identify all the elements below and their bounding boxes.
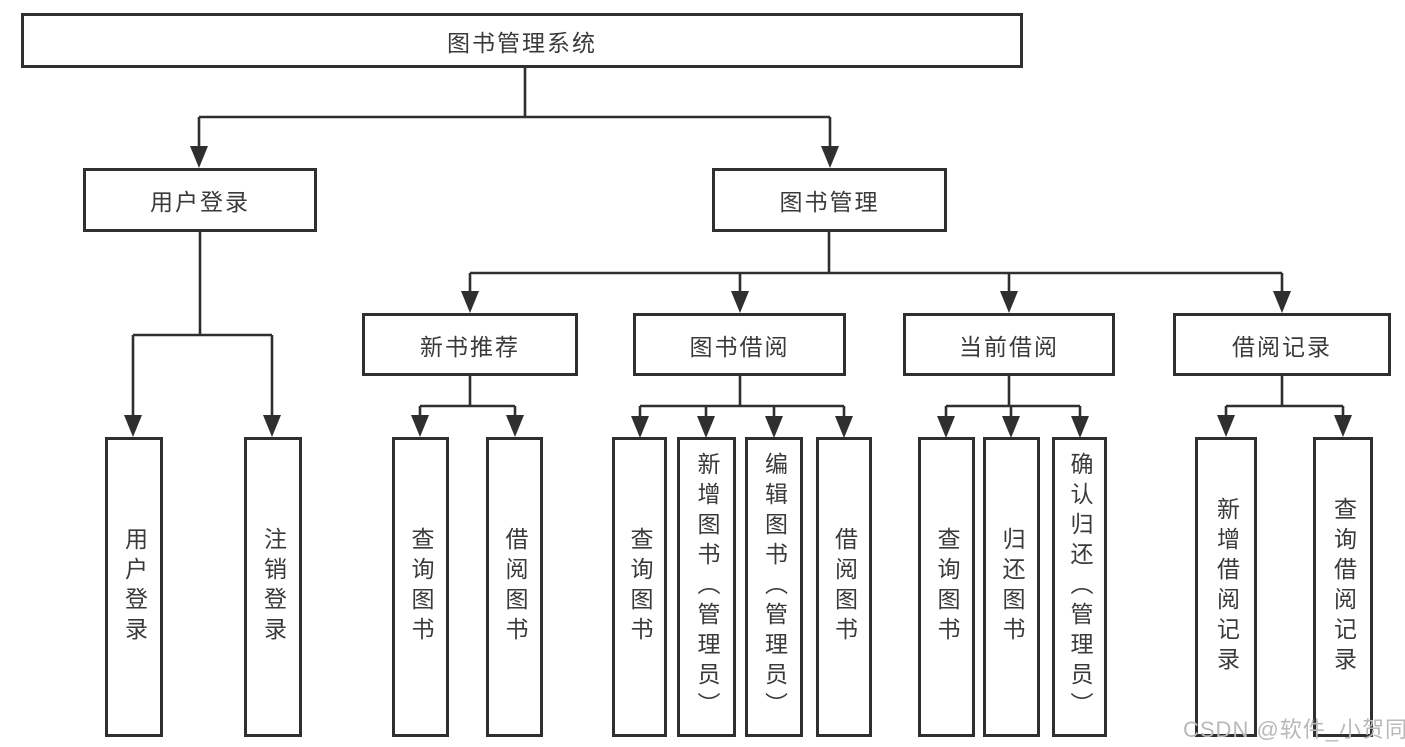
leaf-edit-books-admin-label: 编辑图书（管理员） xyxy=(761,452,788,722)
leaf-confirm-return-admin-label: 确认归还（管理员） xyxy=(1067,452,1093,722)
leaf-add-borrow-record: 新增借阅记录 xyxy=(1195,437,1257,737)
leaf-edit-books-admin: 编辑图书（管理员） xyxy=(745,437,803,737)
node-current-borrowing-label: 当前借阅 xyxy=(959,333,1059,360)
leaf-confirm-return-admin: 确认归还（管理员） xyxy=(1052,437,1107,737)
leaf-logout: 注销登录 xyxy=(244,437,302,737)
node-new-book-recommend: 新书推荐 xyxy=(362,313,578,376)
csdn-watermark: CSDN @软件_小贺同学 xyxy=(1183,717,1405,742)
node-book-management-label: 图书管理 xyxy=(779,189,880,215)
node-root-label: 图书管理系统 xyxy=(447,29,597,56)
node-book-borrowing: 图书借阅 xyxy=(633,313,846,376)
node-user-login-label: 用户登录 xyxy=(150,189,250,215)
leaf-add-borrow-record-label: 新增借阅记录 xyxy=(1213,497,1240,677)
leaf-query-borrow-record-label: 查询借阅记录 xyxy=(1330,497,1357,677)
node-root: 图书管理系统 xyxy=(21,13,1023,68)
leaf-add-books-admin-label: 新增图书（管理员） xyxy=(694,452,720,722)
leaf-user-login: 用户登录 xyxy=(105,437,163,737)
leaf-query-books-current: 查询图书 xyxy=(918,437,975,737)
leaf-add-books-admin: 新增图书（管理员） xyxy=(677,437,736,737)
leaf-user-login-label: 用户登录 xyxy=(121,527,148,647)
leaf-query-books-current-label: 查询图书 xyxy=(934,527,960,647)
node-borrowing-records: 借阅记录 xyxy=(1173,313,1391,376)
leaf-borrow-books: 借阅图书 xyxy=(816,437,872,737)
leaf-borrow-books-recommend-label: 借阅图书 xyxy=(502,527,528,647)
node-new-book-recommend-label: 新书推荐 xyxy=(420,333,520,360)
node-current-borrowing: 当前借阅 xyxy=(903,313,1115,376)
leaf-logout-label: 注销登录 xyxy=(260,527,287,647)
node-book-management: 图书管理 xyxy=(712,168,947,232)
leaf-query-borrow-record: 查询借阅记录 xyxy=(1313,437,1373,737)
leaf-return-books-label: 归还图书 xyxy=(999,527,1025,647)
node-borrowing-records-label: 借阅记录 xyxy=(1232,333,1332,360)
leaf-query-books-recommend-label: 查询图书 xyxy=(408,527,434,647)
leaf-borrow-books-recommend: 借阅图书 xyxy=(486,437,543,737)
node-user-login: 用户登录 xyxy=(83,168,317,232)
leaf-return-books: 归还图书 xyxy=(983,437,1040,737)
leaf-query-books-recommend: 查询图书 xyxy=(392,437,449,737)
leaf-query-books-borrow: 查询图书 xyxy=(612,437,667,737)
leaf-query-books-borrow-label: 查询图书 xyxy=(627,527,653,647)
leaf-borrow-books-label: 借阅图书 xyxy=(831,527,858,647)
node-book-borrowing-label: 图书借阅 xyxy=(689,333,790,360)
